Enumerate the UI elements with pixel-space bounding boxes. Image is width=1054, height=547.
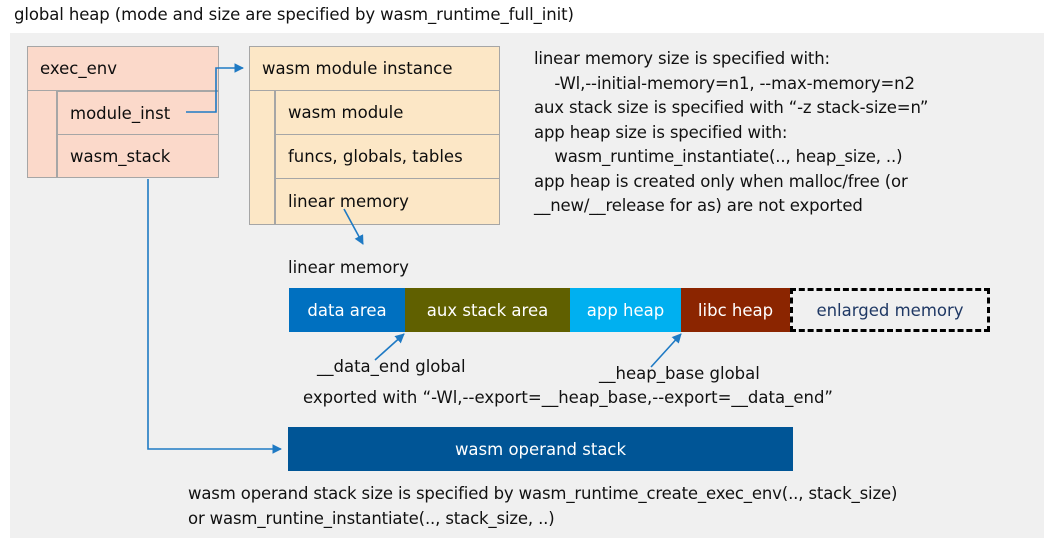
exec-env-title-label: exec_env — [40, 59, 117, 78]
module-row-linear-memory-label: linear memory — [288, 192, 409, 211]
wasm-module-instance-title-box: wasm module instance — [249, 46, 500, 91]
memory-segment-aux-stack-area: aux stack area — [405, 288, 570, 332]
module-row-linear-memory: linear memory — [275, 178, 500, 225]
memory-segment-label: libc heap — [697, 300, 774, 320]
linear-memory-bar: data area aux stack area app heap libc heap… — [289, 288, 990, 332]
annotation-data-end: __data_end global — [317, 357, 466, 376]
wasm-module-instance-indent-column — [249, 90, 275, 225]
exec-env-field-module-inst: module_inst — [57, 91, 219, 135]
module-row-wasm-module: wasm module — [275, 90, 500, 135]
memory-segment-label: app heap — [586, 300, 665, 320]
page-title: global heap (mode and size are specified… — [14, 5, 574, 24]
wasm-module-instance-title-label: wasm module instance — [262, 59, 453, 78]
memory-segment-libc-heap: libc heap — [681, 288, 790, 332]
memory-segment-data-area: data area — [289, 288, 405, 332]
wasm-operand-stack-label: wasm operand stack — [454, 439, 627, 459]
memory-segment-enlarged-memory: enlarged memory — [790, 288, 990, 332]
memory-segment-label: enlarged memory — [816, 300, 964, 320]
wasm-operand-stack-box: wasm operand stack — [288, 427, 793, 471]
memory-segment-label: data area — [307, 300, 387, 320]
module-row-wasm-module-label: wasm module — [288, 103, 404, 122]
wasm-stack-label: wasm_stack — [70, 146, 171, 166]
module-row-funcs-globals-tables: funcs, globals, tables — [275, 134, 500, 179]
memory-segment-label: aux stack area — [426, 300, 549, 320]
module-row-funcs-globals-tables-label: funcs, globals, tables — [288, 147, 463, 166]
memory-segment-app-heap: app heap — [570, 288, 681, 332]
memory-config-description: linear memory size is specified with: -W… — [534, 49, 929, 215]
exec-env-field-wasm-stack: wasm_stack — [57, 134, 219, 178]
annotation-exported-with: exported with “-Wl,--export=__heap_base,… — [303, 388, 833, 407]
module-inst-label: module_inst — [70, 103, 171, 123]
operand-stack-note: wasm operand stack size is specified by … — [188, 484, 898, 528]
exec-env-title-box: exec_env — [27, 46, 219, 91]
exec-env-indent-column — [27, 91, 57, 178]
linear-memory-bar-label: linear memory — [288, 258, 409, 277]
annotation-heap-base: __heap_base global — [599, 364, 760, 383]
